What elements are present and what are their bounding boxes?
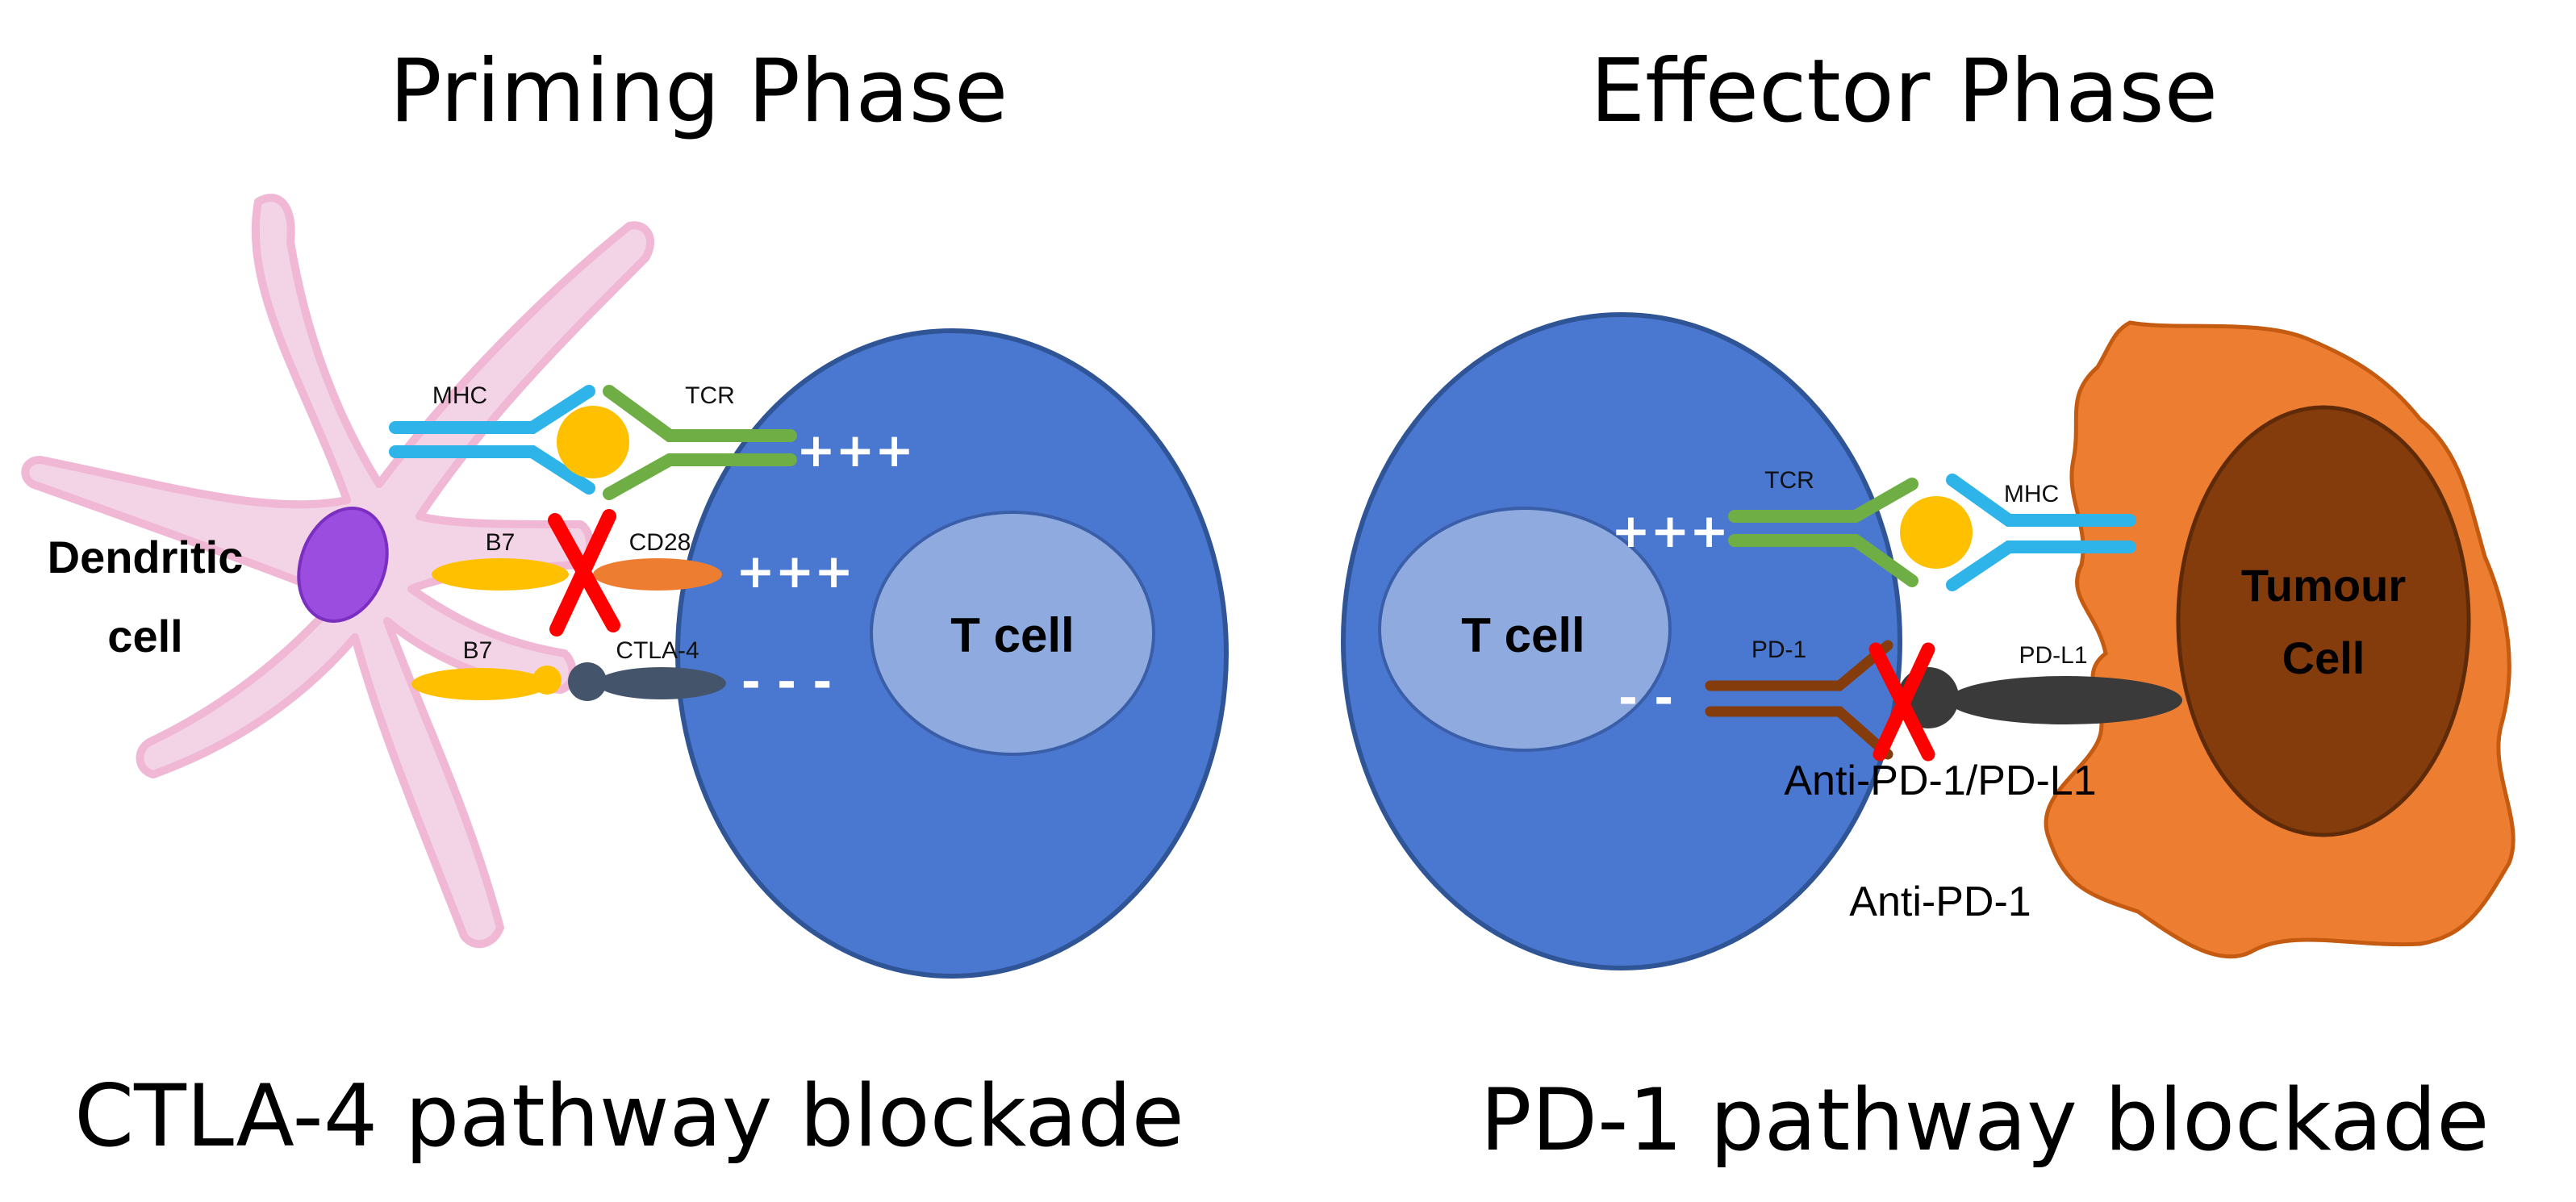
effector-mhc-label: MHC	[2004, 481, 2059, 507]
pd1-minus-signs: - -	[1618, 670, 1673, 725]
effector-phase-heading: Effector Phase	[1590, 41, 2218, 142]
mhc-label: MHC	[432, 382, 487, 409]
pd1-molecule	[1705, 640, 1893, 760]
tumour-label-line1: Tumour	[2241, 560, 2406, 611]
antigen	[557, 406, 629, 478]
anti-pd1-label: Anti-PD-1	[1849, 879, 2031, 925]
pdl1-label: PD-L1	[2019, 642, 2087, 669]
effector-tcr-plus-signs: +++	[1611, 503, 1729, 558]
tcr-plus-signs: +++	[796, 423, 914, 478]
pd1-panel: T cell Tumour Cell TCR +++ MHC PD-1 - -	[1341, 312, 2515, 970]
b7-bottom	[411, 668, 549, 700]
tcr-molecule	[603, 385, 797, 500]
b7-top-label: B7	[486, 529, 516, 556]
mhc-molecule	[389, 385, 595, 495]
effector-antigen	[1900, 496, 1973, 569]
dendritic-cell-label-line1: Dendritic	[48, 532, 244, 582]
ctla4-head	[568, 662, 607, 701]
ctla4	[597, 667, 726, 699]
dendritic-nucleus	[297, 507, 389, 623]
tumour-nucleus	[2176, 405, 2471, 837]
t-cell-label: T cell	[950, 608, 1074, 662]
ctla4-minus-signs: - - -	[741, 654, 833, 709]
pdl1	[1948, 676, 2182, 724]
effector-tcr-label: TCR	[1764, 467, 1814, 494]
dendritic-cell-label-line2: cell	[107, 611, 182, 662]
anti-pd1-pdl1-label: Anti-PD-1/PD-L1	[1784, 758, 2096, 804]
priming-phase-heading: Priming Phase	[390, 41, 1008, 142]
tumour-label-line2: Cell	[2282, 632, 2365, 683]
effector-mhc-molecule	[1946, 474, 2136, 591]
b7-bottom-knob	[532, 666, 562, 695]
ctla4-block-x-icon	[548, 509, 620, 636]
t-cell-nucleus	[870, 511, 1155, 756]
ctla4-caption: CTLA-4 pathway blockade	[74, 1066, 1184, 1166]
cd28-plus-signs: +++	[736, 544, 854, 599]
pd1-block-x-icon	[1868, 642, 1935, 762]
tcr-label: TCR	[685, 382, 735, 409]
b7-bottom-label: B7	[463, 637, 493, 664]
effector-t-cell-label: T cell	[1461, 608, 1584, 662]
pd1-caption: PD-1 pathway blockade	[1480, 1071, 2490, 1170]
ctla4-label: CTLA-4	[616, 637, 699, 664]
effector-t-cell-nucleus	[1378, 507, 1672, 752]
pd1-label: PD-1	[1751, 636, 1806, 663]
cd28-label: CD28	[629, 529, 691, 556]
effector-tcr-molecule	[1728, 478, 1918, 587]
cd28	[593, 558, 722, 591]
b7-top	[432, 558, 569, 591]
ctla4-panel: Dendritic cell T cell MHC TCR +++ B7 CD2…	[21, 194, 1229, 979]
